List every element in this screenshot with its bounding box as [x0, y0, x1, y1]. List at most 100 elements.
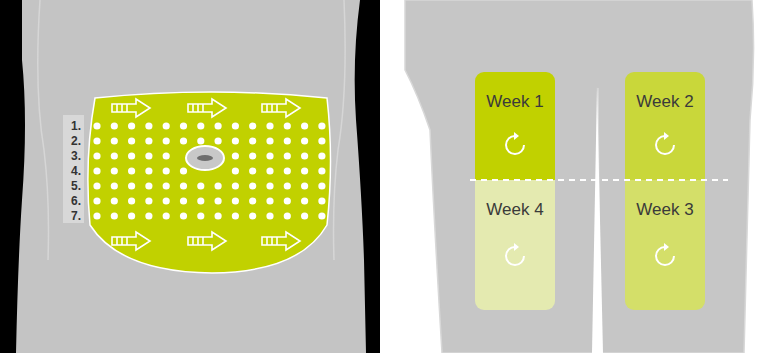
direction-arrow — [188, 99, 226, 117]
injection-dot — [163, 197, 170, 204]
arrow-stripe — [121, 104, 123, 112]
injection-dot — [93, 137, 100, 144]
arrow-stripe — [202, 104, 204, 112]
row-number: 5. — [65, 179, 81, 193]
row-number: 7. — [65, 209, 81, 223]
injection-dot — [232, 152, 239, 159]
direction-arrow — [262, 232, 300, 250]
injection-dot — [249, 197, 256, 204]
injection-dot — [93, 182, 100, 189]
injection-dot — [266, 122, 273, 129]
injection-dot — [266, 167, 273, 174]
week-site-box: Week 1 — [475, 72, 555, 180]
injection-dot — [197, 197, 204, 204]
arrow-stripe — [192, 104, 194, 112]
arrow-outline — [188, 232, 226, 250]
direction-arrow — [112, 232, 150, 250]
injection-dot — [284, 182, 291, 189]
injection-dot — [128, 152, 135, 159]
panel-background — [380, 0, 768, 353]
injection-dot — [111, 122, 118, 129]
arrow-stripe — [266, 237, 268, 245]
torso-contour — [38, 0, 49, 260]
arrow-stripe — [116, 104, 118, 112]
injection-dot — [284, 167, 291, 174]
injection-dot — [93, 197, 100, 204]
injection-dot — [301, 122, 308, 129]
rotation-icon — [475, 180, 555, 310]
injection-dot — [215, 137, 222, 144]
injection-dot — [145, 152, 152, 159]
injection-dot — [318, 137, 325, 144]
injection-dot — [232, 122, 239, 129]
injection-dot — [180, 212, 187, 219]
arrow-outline — [188, 99, 226, 117]
rotation-icon — [475, 72, 555, 180]
arrow-stripe — [266, 104, 268, 112]
injection-dot — [301, 212, 308, 219]
injection-dot — [232, 212, 239, 219]
injection-dot — [232, 167, 239, 174]
injection-dot — [180, 122, 187, 129]
injection-dot — [232, 137, 239, 144]
injection-dot — [301, 152, 308, 159]
torso-contour — [334, 0, 346, 260]
injection-dot — [197, 122, 204, 129]
injection-dot — [215, 197, 222, 204]
week-site-box: Week 3 — [625, 180, 705, 310]
arrow-stripe — [116, 237, 118, 245]
row-number: 3. — [65, 149, 81, 163]
injection-dot — [266, 137, 273, 144]
injection-dot — [163, 212, 170, 219]
injection-dot — [111, 197, 118, 204]
thighs — [405, 0, 754, 353]
navel — [186, 146, 224, 170]
rotation-icon — [625, 180, 705, 310]
rotation-arrowhead — [514, 132, 519, 140]
arrow-stripe — [271, 237, 273, 245]
injection-dot — [232, 197, 239, 204]
injection-dot — [180, 137, 187, 144]
injection-dot — [301, 137, 308, 144]
arrow-stripe — [276, 237, 278, 245]
injection-dot — [163, 137, 170, 144]
arrow-stripe — [126, 237, 128, 245]
arrow-stripe — [276, 104, 278, 112]
injection-dot — [197, 212, 204, 219]
rotation-arrowhead — [664, 132, 669, 140]
arrow-stripe — [126, 104, 128, 112]
arrow-stripe — [202, 237, 204, 245]
injection-dot — [180, 167, 187, 174]
torso — [16, 0, 366, 353]
arrow-stripe — [197, 104, 199, 112]
row-number-strip — [63, 115, 84, 223]
leg-gap — [592, 86, 603, 353]
injection-dot — [318, 152, 325, 159]
injection-dot — [145, 182, 152, 189]
rotation-icon — [625, 72, 705, 180]
injection-dot — [249, 152, 256, 159]
injection-dot — [111, 212, 118, 219]
arrow-outline — [262, 232, 300, 250]
injection-dot — [145, 212, 152, 219]
arrow-stripe — [192, 237, 194, 245]
injection-dot — [301, 182, 308, 189]
injection-dot — [111, 152, 118, 159]
injection-dot — [145, 197, 152, 204]
injection-dot — [266, 182, 273, 189]
injection-dot — [180, 182, 187, 189]
injection-dot — [284, 212, 291, 219]
injection-dot — [111, 137, 118, 144]
injection-dot — [284, 152, 291, 159]
injection-dot — [266, 212, 273, 219]
panel-background — [0, 0, 380, 353]
injection-dot — [93, 122, 100, 129]
injection-dot — [284, 137, 291, 144]
injection-dot — [284, 122, 291, 129]
row-number: 1. — [65, 119, 81, 133]
injection-dot — [145, 122, 152, 129]
injection-dot — [215, 212, 222, 219]
injection-dot — [128, 182, 135, 189]
injection-dot — [318, 122, 325, 129]
direction-arrow — [188, 232, 226, 250]
